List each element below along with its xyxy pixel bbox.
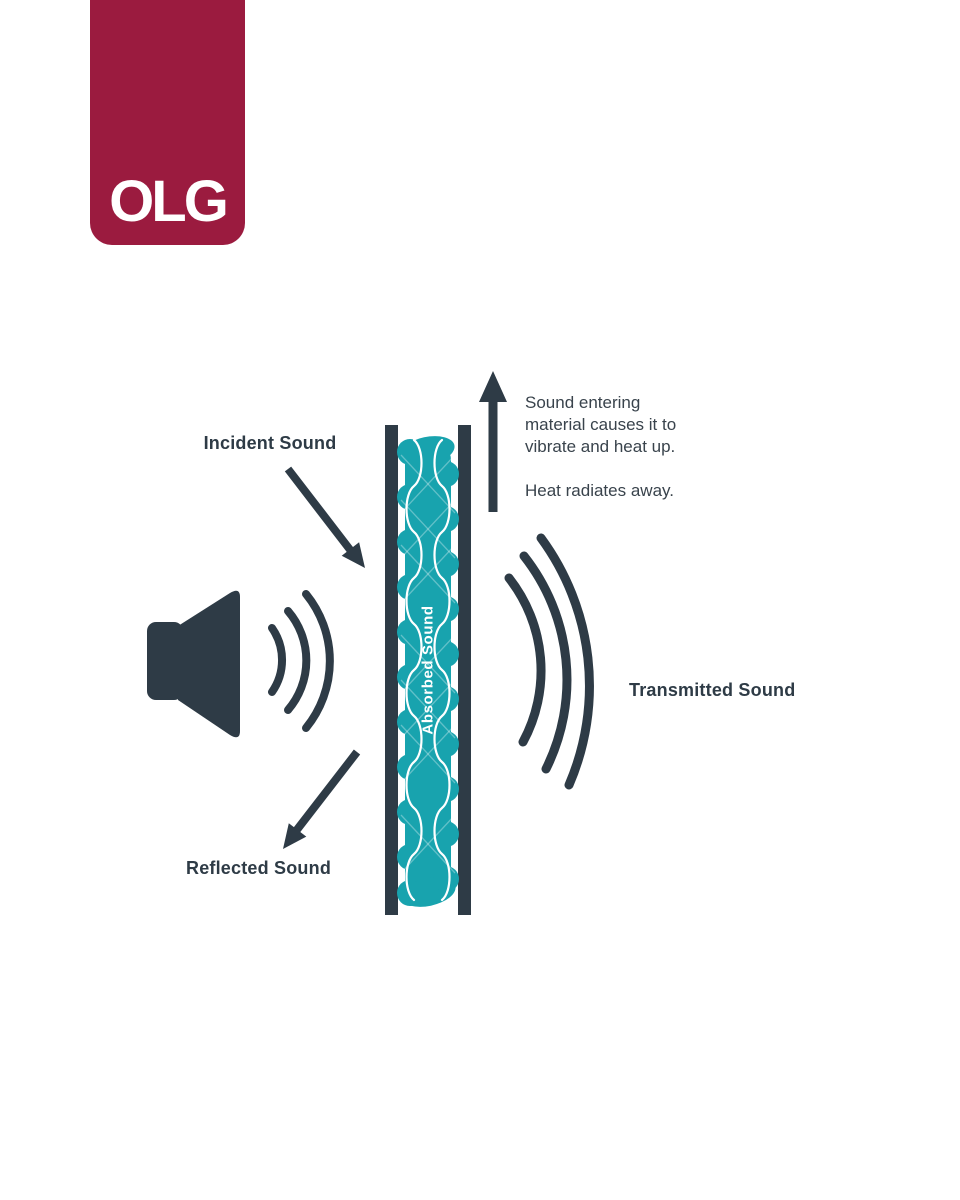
wall-left-panel-icon (385, 425, 398, 915)
heat-annotation-line-1: Sound entering material causes it to vib… (525, 393, 677, 456)
wall-right-panel-icon (458, 425, 471, 915)
speaker-icon (147, 590, 240, 738)
incident-sound-label: Incident Sound (203, 433, 337, 453)
transmitted-sound-label: Transmitted Sound (629, 680, 796, 700)
heat-annotation-line-2: Heat radiates away. (525, 481, 674, 500)
incident-arrow-icon (284, 466, 365, 568)
olg-logo-text: OLG (109, 169, 229, 234)
heat-up-arrow-icon (479, 371, 507, 512)
transmitted-sound-waves-icon (504, 533, 594, 790)
reflected-arrow-icon (283, 749, 361, 849)
heat-annotation: Sound entering material causes it to vib… (525, 392, 693, 502)
olg-logo: OLG (90, 0, 245, 245)
reflected-sound-label: Reflected Sound (186, 858, 332, 878)
absorbed-sound-label: Absorbed Sound (419, 605, 437, 735)
incident-sound-waves-icon (268, 590, 334, 732)
insulation-material-icon (397, 436, 459, 907)
